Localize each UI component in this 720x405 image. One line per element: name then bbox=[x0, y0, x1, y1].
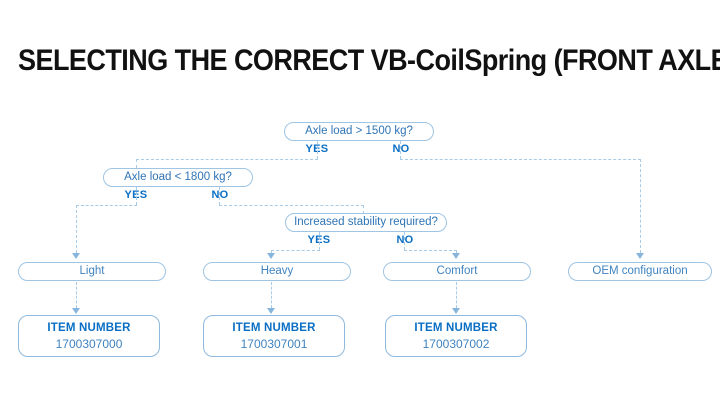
decision-increased-stability-label: Increased stability required? bbox=[294, 216, 438, 229]
connector-light-to-item bbox=[76, 282, 77, 308]
item-number-box-comfort[interactable]: ITEM NUMBER 1700307002 bbox=[385, 315, 527, 357]
branch-label-stability-no: NO bbox=[396, 234, 414, 246]
result-oem-configuration[interactable]: OEM configuration bbox=[568, 262, 712, 281]
arrowhead-comfort bbox=[452, 253, 460, 259]
connector-1800-yes-drop bbox=[136, 187, 137, 205]
arrowhead-light bbox=[72, 253, 80, 259]
result-light[interactable]: Light bbox=[18, 262, 166, 281]
decision-increased-stability[interactable]: Increased stability required? bbox=[285, 213, 447, 232]
connector-stability-yes-drop bbox=[319, 232, 320, 250]
result-oem-configuration-label: OEM configuration bbox=[592, 265, 688, 278]
arrowhead-item-light bbox=[72, 308, 80, 314]
connector-1800-yes-left bbox=[76, 205, 137, 206]
decision-axle-load-1500-label: Axle load > 1500 kg? bbox=[305, 125, 413, 138]
connector-1800-no-right bbox=[219, 205, 364, 206]
connector-1500-yes-left bbox=[136, 159, 318, 160]
result-light-label: Light bbox=[79, 265, 105, 278]
arrowhead-item-heavy bbox=[267, 308, 275, 314]
item-number-value-light: 1700307000 bbox=[55, 336, 123, 351]
arrowhead-heavy bbox=[267, 253, 275, 259]
connector-1800-yes-down bbox=[76, 205, 77, 253]
connector-1500-no-right bbox=[400, 159, 641, 160]
decision-axle-load-1800-label: Axle load < 1800 kg? bbox=[124, 171, 232, 184]
branch-label-stability-yes: YES bbox=[307, 234, 331, 246]
connector-stability-no-down bbox=[456, 250, 457, 253]
connector-comfort-to-item bbox=[456, 282, 457, 308]
connector-stability-yes-left bbox=[271, 250, 320, 251]
page-title: SELECTING THE CORRECT VB-CoilSpring (FRO… bbox=[18, 44, 720, 77]
decision-axle-load-1800[interactable]: Axle load < 1800 kg? bbox=[103, 168, 253, 187]
connector-1500-yes-drop bbox=[317, 141, 318, 159]
item-number-label-light: ITEM NUMBER bbox=[47, 321, 131, 334]
item-number-box-light[interactable]: ITEM NUMBER 1700307000 bbox=[18, 315, 160, 357]
connector-1500-no-drop bbox=[400, 141, 401, 159]
branch-label-1800-no: NO bbox=[211, 189, 229, 201]
connector-1500-no-down-to-oem bbox=[640, 159, 641, 253]
connector-stability-no-drop bbox=[404, 232, 405, 250]
item-number-value-comfort: 1700307002 bbox=[422, 336, 490, 351]
item-number-label-heavy: ITEM NUMBER bbox=[232, 321, 316, 334]
branch-label-1800-yes: YES bbox=[124, 189, 148, 201]
result-comfort-label: Comfort bbox=[436, 265, 478, 278]
result-heavy[interactable]: Heavy bbox=[203, 262, 351, 281]
connector-1800-no-drop bbox=[219, 187, 220, 205]
arrowhead-oem bbox=[636, 253, 644, 259]
result-heavy-label: Heavy bbox=[260, 265, 294, 278]
arrowhead-item-comfort bbox=[452, 308, 460, 314]
connector-stability-no-right bbox=[404, 250, 457, 251]
item-number-box-heavy[interactable]: ITEM NUMBER 1700307001 bbox=[203, 315, 345, 357]
connector-1800-no-into-stability bbox=[363, 205, 364, 214]
connector-stability-yes-down bbox=[271, 250, 272, 253]
item-number-value-heavy: 1700307001 bbox=[240, 336, 308, 351]
connector-heavy-to-item bbox=[271, 282, 272, 308]
branch-label-1500-no: NO bbox=[392, 143, 410, 155]
branch-label-1500-yes: YES bbox=[305, 143, 329, 155]
connector-1500-yes-into-1800 bbox=[136, 159, 137, 168]
decision-axle-load-1500[interactable]: Axle load > 1500 kg? bbox=[284, 122, 434, 141]
item-number-label-comfort: ITEM NUMBER bbox=[414, 321, 498, 334]
result-comfort[interactable]: Comfort bbox=[383, 262, 531, 281]
